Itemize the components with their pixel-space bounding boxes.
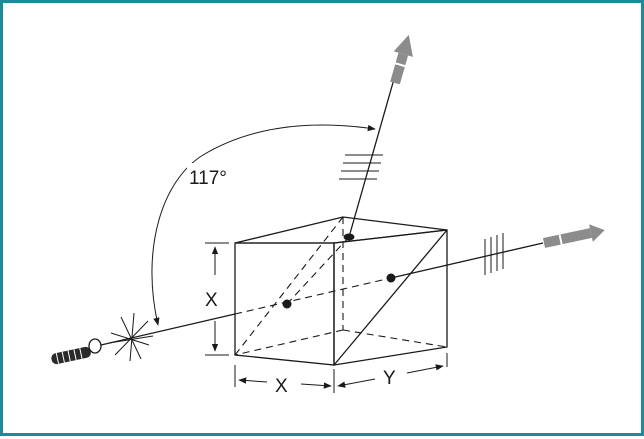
- angle-label-bg: [187, 163, 245, 189]
- transmitted-output-arrow: [542, 224, 605, 248]
- depth-dimension: [337, 353, 448, 388]
- width-label: X: [275, 376, 288, 397]
- flashlight-icon: [51, 338, 102, 365]
- angle-arc: [151, 124, 376, 326]
- internal-ray: [234, 277, 392, 315]
- reflection-point: [343, 233, 355, 241]
- depth-label: Y: [383, 368, 396, 389]
- prism-diagram: 117° X X Y: [51, 34, 605, 397]
- transmitted-ray: [390, 242, 544, 279]
- transmitted-polarization-icon: [484, 233, 504, 275]
- starburst-icon: [108, 312, 154, 362]
- reflected-output-arrow: [390, 34, 413, 85]
- reflected-polarization-icon: [339, 154, 383, 180]
- prism-box: [234, 216, 448, 366]
- exit-point: [386, 273, 396, 283]
- reflected-ray: [348, 64, 399, 238]
- height-dimension: [205, 242, 229, 356]
- width-dimension: [234, 365, 335, 393]
- internal-reflected-ray: [286, 236, 350, 305]
- angle-label: 117°: [189, 168, 227, 189]
- height-label: X: [205, 290, 218, 311]
- entry-point: [282, 299, 292, 309]
